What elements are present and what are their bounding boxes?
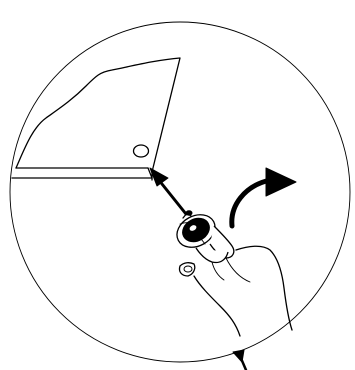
hand <box>178 225 293 337</box>
pointer-arrow <box>232 349 248 370</box>
insert-arrow <box>149 167 188 216</box>
panel-corner <box>11 57 181 181</box>
rotate-arrow <box>229 167 297 229</box>
detail-circle <box>9 21 351 363</box>
mounting-hole <box>132 144 150 158</box>
fastener-knob <box>176 210 216 248</box>
